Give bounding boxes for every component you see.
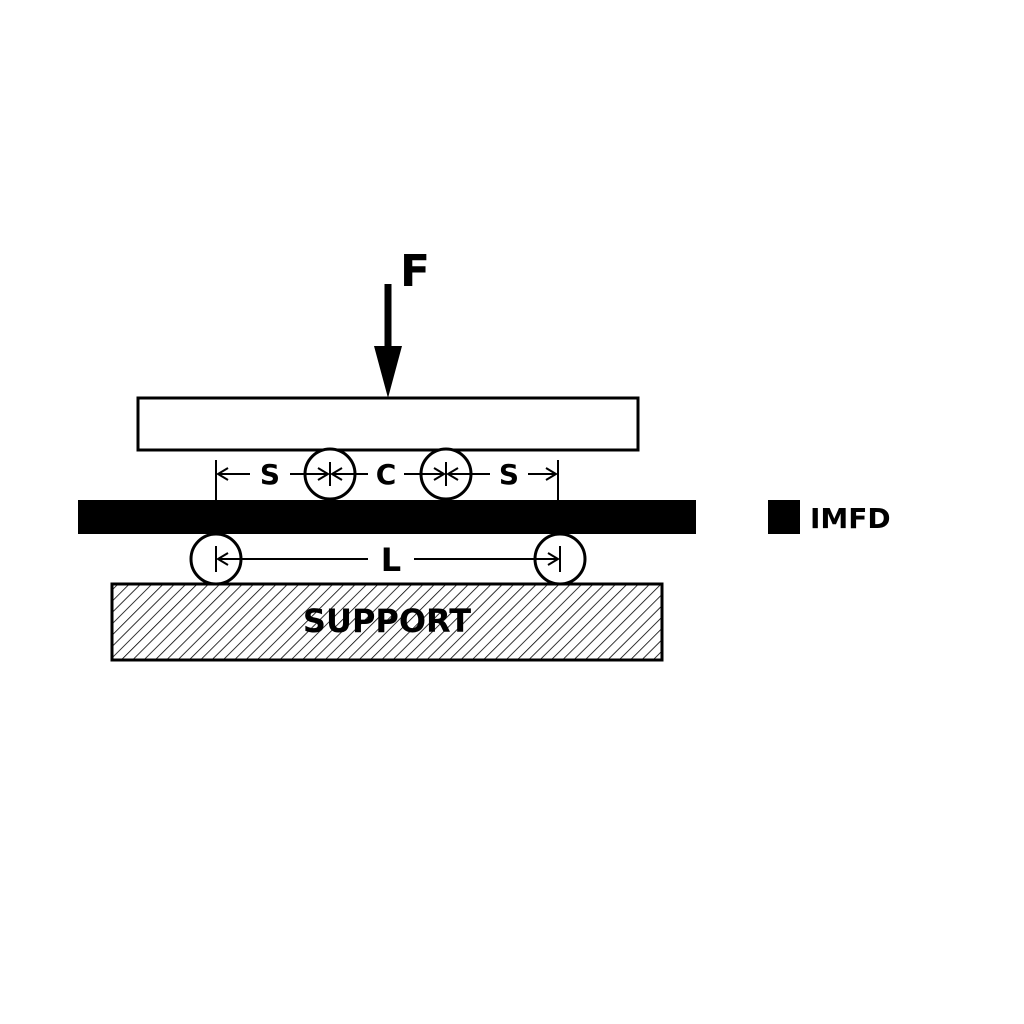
legend-swatch bbox=[768, 500, 800, 534]
upper-loading-plate bbox=[136, 396, 640, 452]
legend-label: IMFD bbox=[810, 502, 891, 535]
force-label: F bbox=[400, 246, 430, 297]
force-arrow bbox=[374, 284, 402, 398]
spacing-right-label: S bbox=[499, 458, 519, 491]
spacing-left-label: S bbox=[260, 458, 280, 491]
specimen-bar bbox=[78, 500, 696, 534]
support-block bbox=[110, 582, 664, 662]
center-label: C bbox=[376, 458, 397, 491]
lower-dimension-line bbox=[215, 546, 561, 572]
span-label: L bbox=[381, 541, 401, 579]
support-label: SUPPORT bbox=[303, 602, 471, 640]
upper-dimension-line bbox=[215, 460, 559, 500]
